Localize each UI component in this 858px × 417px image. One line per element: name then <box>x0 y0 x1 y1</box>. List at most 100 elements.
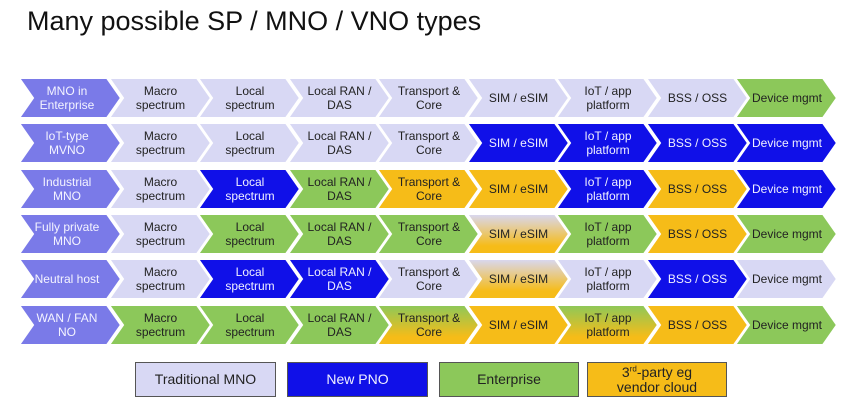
value-chain-cell: SIM / eSIM <box>464 303 570 346</box>
value-chain-cell: BSS / OSS <box>643 122 749 165</box>
value-chain-cell: Local RAN / DAS <box>285 167 391 210</box>
legend-item-enterprise: Enterprise <box>439 362 579 397</box>
value-chain-cell: BSS / OSS <box>643 258 749 301</box>
chevron-shape <box>733 77 839 119</box>
cell-label: Device mgmt <box>751 181 822 196</box>
value-chain-cell: Device mgmt <box>733 122 839 165</box>
value-chain-cell: SIM / eSIM <box>464 122 570 165</box>
row-label: MNO in Enterprise <box>39 84 95 112</box>
value-chain-cell: Macro spectrum <box>106 122 212 165</box>
cell-label: Device mgmt <box>751 317 822 332</box>
row-label: IoT-type MVNO <box>45 129 89 158</box>
cell-label: Transport & Core <box>397 84 461 112</box>
cell-label: Local spectrum <box>225 129 275 158</box>
value-chain-cell: Transport & Core <box>375 167 481 210</box>
value-chain-cell: Macro spectrum <box>106 167 212 210</box>
cell-label: Transport & Core <box>397 265 461 294</box>
slide-title: Many possible SP / MNO / VNO types <box>27 6 482 36</box>
cell-label: Local spectrum <box>225 310 275 339</box>
cell-label: SIM / eSIM <box>488 226 549 241</box>
value-chain-cell: Local spectrum <box>196 167 302 210</box>
value-chain-cell: Local RAN / DAS <box>285 122 391 165</box>
cell-label: Local spectrum <box>225 265 275 294</box>
cell-label: Macro spectrum <box>135 129 186 158</box>
cell-label: Local RAN / DAS <box>307 310 372 339</box>
chevron-shape <box>106 122 212 165</box>
value-chain-cell: BSS / OSS <box>643 77 749 119</box>
row-label: Fully private MNO <box>34 219 100 248</box>
chevron-shape <box>106 258 212 301</box>
value-chain-cell: Local spectrum <box>196 212 302 255</box>
value-chain-cell: Local spectrum <box>196 303 302 346</box>
value-chain-cell: Transport & Core <box>375 122 481 165</box>
cell-label: Local RAN / DAS <box>307 174 372 203</box>
row-header-chevron: Fully private MNO <box>17 212 123 255</box>
chevron-shape <box>554 258 660 301</box>
chevron-shape <box>643 77 749 119</box>
cell-label: BSS / OSS <box>667 136 728 151</box>
cell-label: Transport & Core <box>397 174 461 203</box>
chevron-shape <box>196 303 302 346</box>
value-chain-cell: Transport & Core <box>375 212 481 255</box>
cell-label: IoT / app platform <box>584 310 632 339</box>
cell-label: Local RAN / DAS <box>307 265 372 294</box>
cell-label: Macro spectrum <box>135 84 186 112</box>
chevron-shape <box>464 167 570 210</box>
value-chain-cell: IoT / app platform <box>554 167 660 210</box>
value-chain-cell: Local RAN / DAS <box>285 77 391 119</box>
value-chain-cell: IoT / app platform <box>554 303 660 346</box>
cell-label: SIM / eSIM <box>488 317 549 332</box>
chevron-shape <box>733 303 839 346</box>
chevron-shape <box>196 212 302 255</box>
value-chain-cell: Local RAN / DAS <box>285 212 391 255</box>
cell-label: BSS / OSS <box>667 272 728 287</box>
cell-label: Macro spectrum <box>135 310 186 339</box>
chevron-shape <box>643 122 749 165</box>
chevron-shape <box>733 258 839 301</box>
chevron-shape <box>196 77 302 119</box>
value-chain-cell: Local RAN / DAS <box>285 258 391 301</box>
cell-label: Local spectrum <box>225 84 275 112</box>
cell-label: BSS / OSS <box>667 226 728 241</box>
value-chain-cell: Device mgmt <box>733 77 839 119</box>
chevron-shape <box>375 303 481 346</box>
chevron-shape <box>643 303 749 346</box>
cell-label: Device mgmt <box>751 91 822 105</box>
cell-label: SIM / eSIM <box>488 136 549 151</box>
cell-label: Transport & Core <box>397 219 461 248</box>
row-label: Neutral host <box>34 272 100 287</box>
chevron-shape <box>643 212 749 255</box>
chevron-shape <box>196 122 302 165</box>
chevron-shape <box>464 122 570 165</box>
value-chain-cell: Macro spectrum <box>106 258 212 301</box>
cell-label: SIM / eSIM <box>488 91 549 105</box>
cell-label: IoT / app platform <box>584 219 632 248</box>
value-chain-cell: BSS / OSS <box>643 212 749 255</box>
cell-label: BSS / OSS <box>667 181 728 196</box>
cell-label: IoT / app platform <box>584 129 632 158</box>
row-header-chevron: MNO in Enterprise <box>17 77 123 119</box>
chevron-shape <box>196 258 302 301</box>
chevron-shape <box>464 77 570 119</box>
value-chain-cell: IoT / app platform <box>554 212 660 255</box>
value-chain-cell: IoT / app platform <box>554 122 660 165</box>
value-chain-cell: Local RAN / DAS <box>285 303 391 346</box>
chevron-shape <box>375 258 481 301</box>
chevron-shape <box>285 212 391 255</box>
value-chain-cell: Device mgmt <box>733 212 839 255</box>
value-chain-cell: Local spectrum <box>196 77 302 119</box>
cell-label: Local RAN / DAS <box>307 84 372 112</box>
chevron-shape <box>554 212 660 255</box>
cell-label: Device mgmt <box>751 136 822 151</box>
cell-label: Device mgmt <box>751 226 822 241</box>
value-chain-cell: Device mgmt <box>733 303 839 346</box>
value-chain-cell: Transport & Core <box>375 258 481 301</box>
chevron-shape <box>554 303 660 346</box>
chevron-shape <box>106 303 212 346</box>
chevron-shape <box>375 167 481 210</box>
chevron-shape <box>285 77 391 119</box>
cell-label: Local spectrum <box>225 174 275 203</box>
chevron-shape <box>17 258 123 301</box>
